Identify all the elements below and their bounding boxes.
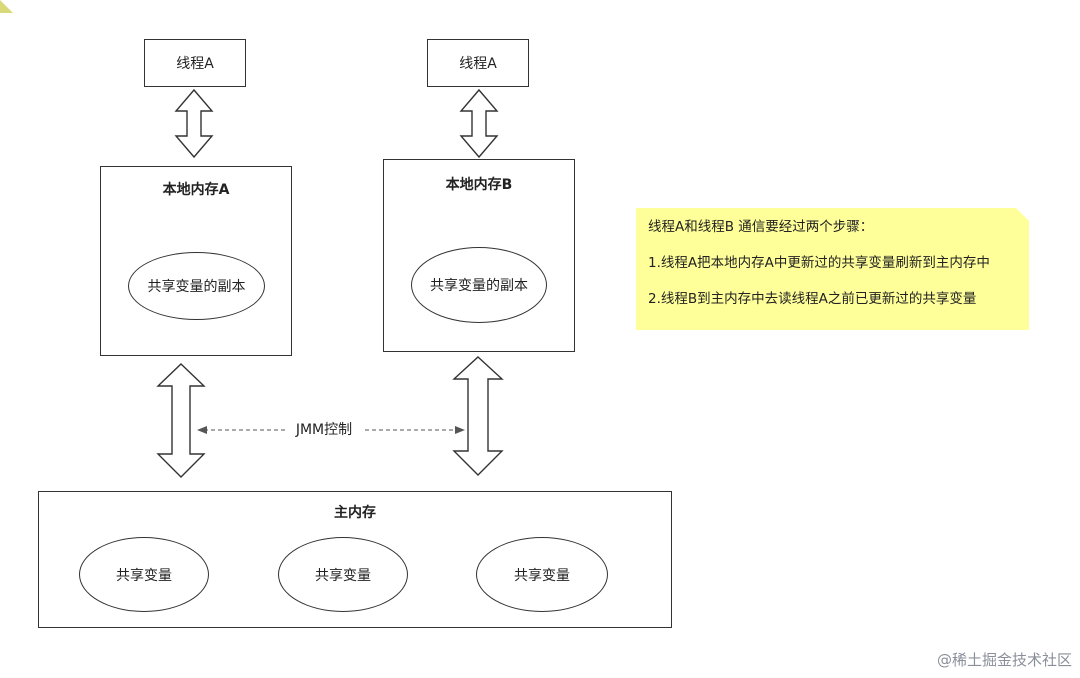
local-memory-b-title: 本地内存B: [445, 177, 513, 193]
note-fold-icon: [0, 0, 13, 13]
local-memory-a-copy-label: 共享变量的副本: [147, 279, 246, 295]
main-memory-title: 主内存: [334, 505, 376, 521]
watermark: @稀土掘金技术社区: [936, 651, 1072, 669]
local-memory-b-copy: 共享变量的副本: [411, 247, 547, 323]
shared-variable-label: 共享变量: [116, 567, 172, 584]
local-memory-a: 本地内存A 共享变量的副本: [100, 166, 292, 356]
thread-a-box: 线程A: [144, 39, 246, 87]
local-a-to-main-arrow: [156, 363, 206, 478]
thread-a-to-local-a-arrow: [174, 88, 214, 159]
main-memory: 主内存 共享变量 共享变量 共享变量: [38, 491, 672, 628]
shared-variable: 共享变量: [476, 537, 608, 612]
note-line-intro: 线程A和线程B 通信要经过两个步骤：: [648, 219, 874, 235]
jmm-right-arrowhead: [455, 426, 465, 434]
shared-variable: 共享变量: [79, 537, 209, 612]
thread-a-label: 线程A: [176, 56, 214, 72]
shared-variable: 共享变量: [278, 537, 408, 612]
shared-variable-label: 共享变量: [315, 567, 371, 584]
note-line-step-2: 2.线程B到主内存中去读线程A之前已更新过的共享变量: [648, 291, 977, 307]
local-b-to-main-arrow: [452, 356, 504, 476]
jmm-control-label: JMM控制: [286, 420, 362, 440]
shared-variable-label: 共享变量: [514, 567, 570, 584]
thread-b-box: 线程A: [427, 39, 529, 87]
communication-note: 线程A和线程B 通信要经过两个步骤： 1.线程A把本地内存A中更新过的共享变量刷…: [636, 208, 1029, 330]
jmm-left-arrowhead: [197, 426, 207, 434]
local-memory-a-title: 本地内存A: [162, 182, 230, 198]
local-memory-b-copy-label: 共享变量的副本: [430, 278, 528, 294]
local-memory-a-copy: 共享变量的副本: [128, 252, 265, 320]
local-memory-b: 本地内存B 共享变量的副本: [383, 159, 575, 352]
note-line-step-1: 1.线程A把本地内存A中更新过的共享变量刷新到主内存中: [648, 255, 990, 271]
thread-b-to-local-b-arrow: [459, 88, 499, 159]
thread-b-label: 线程A: [459, 56, 497, 72]
